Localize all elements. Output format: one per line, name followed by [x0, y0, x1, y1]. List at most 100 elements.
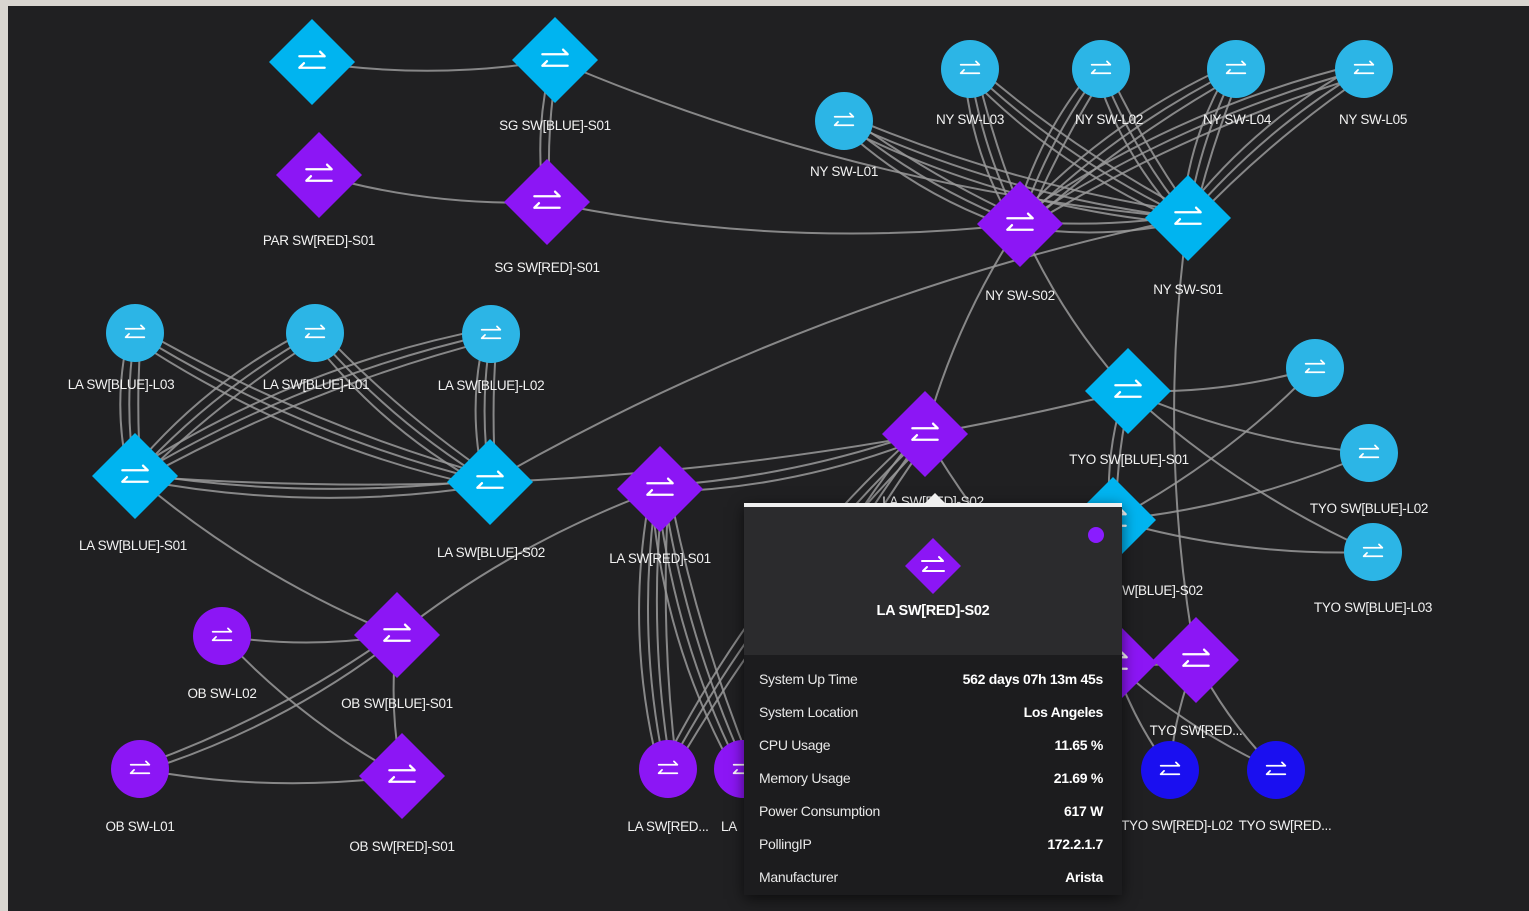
switch-arrows-icon — [1353, 60, 1375, 75]
node-ny-l01[interactable]: NY SW-L01 — [810, 92, 878, 179]
node-label: OB SW[BLUE]-S01 — [341, 696, 453, 711]
node-label: OB SW[RED]-S01 — [349, 839, 454, 854]
switch-arrows-icon — [1159, 761, 1181, 776]
property-value: 562 days 07h 13m 45s — [962, 671, 1104, 687]
network-link — [134, 475, 398, 636]
network-link — [843, 120, 1189, 219]
node-label: LA SW[BLUE]-S01 — [79, 538, 187, 553]
network-link — [1173, 217, 1197, 661]
node-ny-l02[interactable]: NY SW-L02 — [1072, 40, 1143, 127]
node-ny-s02[interactable]: NY SW-S02 — [977, 181, 1063, 303]
network-link — [137, 631, 397, 768]
node-tyo-red-s01[interactable]: TYO SW[RED... — [1150, 617, 1243, 738]
network-link — [1112, 367, 1316, 521]
network-link — [638, 488, 661, 771]
node-la-blue-s02[interactable]: LA SW[BLUE]-S02 — [437, 439, 545, 560]
property-key: CPU Usage — [759, 737, 831, 753]
switch-arrows-icon — [383, 623, 411, 642]
network-link — [1015, 63, 1234, 221]
node-label: TYO SW[RED... — [1150, 723, 1243, 738]
switch-diamond-shape — [617, 446, 703, 532]
switch-diamond-shape — [977, 181, 1063, 267]
switch-arrows-icon — [1114, 379, 1142, 398]
node-tyo-red-l02[interactable]: TYO SW[RED]-L02 — [1121, 741, 1233, 833]
switch-diamond-shape — [1153, 617, 1239, 703]
node-tyo-blue-l03[interactable]: TYO SW[BLUE]-L03 — [1314, 523, 1432, 615]
switch-diamond-shape — [504, 159, 590, 245]
node-la-blue-s01[interactable]: LA SW[BLUE]-S01 — [79, 433, 187, 553]
node-ny-l03[interactable]: NY SW-L03 — [936, 40, 1004, 127]
switch-arrows-icon — [304, 324, 326, 339]
node-label: TYO SW[RED]-L02 — [1121, 818, 1233, 833]
switch-circle-shape — [1286, 339, 1344, 397]
node-la-red-s02[interactable]: LA SW[RED]-S02 — [882, 391, 984, 509]
switch-circle-shape — [1072, 40, 1130, 98]
switch-circle-shape — [1335, 40, 1393, 98]
network-link — [136, 326, 494, 478]
node-ob-l02[interactable]: OB SW-L02 — [187, 607, 257, 701]
tooltip-title: LA SW[RED]-S02 — [876, 603, 990, 619]
node-tyo-blue-l02[interactable]: TYO SW[BLUE]-L02 — [1310, 424, 1428, 516]
node-tyo-red-l01[interactable]: TYO SW[RED... — [1239, 741, 1332, 833]
switch-arrows-icon — [833, 112, 855, 127]
network-link — [650, 490, 736, 773]
switch-arrows-icon — [129, 760, 151, 775]
node-ny-l04[interactable]: NY SW-L04 — [1203, 40, 1272, 127]
property-key: PollingIP — [759, 836, 812, 852]
property-row: Power Consumption 617 W — [759, 803, 1103, 836]
node-label: NY SW-L01 — [810, 164, 878, 179]
node-label: OB SW-L02 — [187, 686, 256, 701]
node-sg-red-s01[interactable]: SG SW[RED]-S01 — [494, 159, 600, 275]
node-ob-red-s01[interactable]: OB SW[RED]-S01 — [349, 733, 455, 854]
node-dc-blue-unlabeled[interactable] — [269, 19, 355, 105]
switch-arrows-icon — [121, 464, 149, 483]
property-row: System Up Time 562 days 07h 13m 45s — [759, 671, 1103, 704]
switch-diamond-shape — [1085, 348, 1171, 434]
node-tyo-blue-l01[interactable] — [1286, 339, 1344, 397]
switch-circle-shape — [1247, 741, 1305, 799]
switch-circle-shape — [1141, 741, 1199, 799]
node-ob-l01[interactable]: OB SW-L01 — [105, 740, 175, 834]
property-row: Manufacturer Arista — [759, 869, 1103, 902]
node-label: TYO SW[BLUE]-S01 — [1069, 452, 1189, 467]
node-ny-l05[interactable]: NY SW-L05 — [1335, 40, 1407, 127]
node-label: LA SW[BLUE]-L02 — [438, 378, 545, 393]
network-link — [136, 338, 495, 483]
node-label: NY SW-S01 — [1153, 282, 1223, 297]
network-link — [1127, 390, 1374, 553]
node-label: NY SW-L04 — [1203, 112, 1272, 127]
switch-diamond-shape — [1145, 175, 1231, 261]
node-par-red-s01[interactable]: PAR SW[RED]-S01 — [263, 132, 375, 248]
switch-circle-shape — [1207, 40, 1265, 98]
node-label: LA SW[BLUE]-L01 — [263, 377, 370, 392]
node-label: TYO SW[BLUE]-L02 — [1310, 501, 1428, 516]
node-label: NY SW-L05 — [1339, 112, 1407, 127]
switch-circle-shape — [941, 40, 999, 98]
switch-arrows-icon — [1225, 60, 1247, 75]
switch-arrows-icon — [1006, 212, 1034, 231]
node-la-blue-l01[interactable]: LA SW[BLUE]-L01 — [263, 304, 370, 392]
node-la-blue-l03[interactable]: LA SW[BLUE]-L03 — [68, 304, 175, 392]
switch-arrows-icon — [298, 50, 326, 69]
node-label: NY SW-S02 — [985, 288, 1055, 303]
property-row: System Location Los Angeles — [759, 704, 1103, 737]
switch-arrows-icon — [905, 538, 961, 594]
node-label: PAR SW[RED]-S01 — [263, 233, 375, 248]
node-la-red-l01[interactable]: LA SW[RED... — [627, 740, 709, 834]
switch-diamond-shape — [92, 433, 178, 519]
node-la-blue-l02[interactable]: LA SW[BLUE]-L02 — [438, 305, 545, 393]
switch-arrows-icon — [1090, 60, 1112, 75]
node-sg-blue-s01[interactable]: SG SW[BLUE]-S01 — [499, 17, 611, 133]
node-tooltip: LA SW[RED]-S02 System Up Time 562 days 0… — [744, 493, 1122, 895]
switch-arrows-icon — [1265, 761, 1287, 776]
node-la-red-s01[interactable]: LA SW[RED]-S01 — [609, 446, 711, 566]
network-link — [554, 59, 1189, 219]
node-tyo-blue-s01[interactable]: TYO SW[BLUE]-S01 — [1069, 348, 1189, 467]
switch-circle-shape — [462, 305, 520, 363]
node-ob-blue-s01[interactable]: OB SW[BLUE]-S01 — [341, 592, 453, 711]
switch-arrows-icon — [657, 760, 679, 775]
node-ny-s01[interactable]: NY SW-S01 — [1145, 175, 1231, 297]
property-key: Memory Usage — [759, 770, 851, 786]
network-link — [134, 332, 491, 483]
